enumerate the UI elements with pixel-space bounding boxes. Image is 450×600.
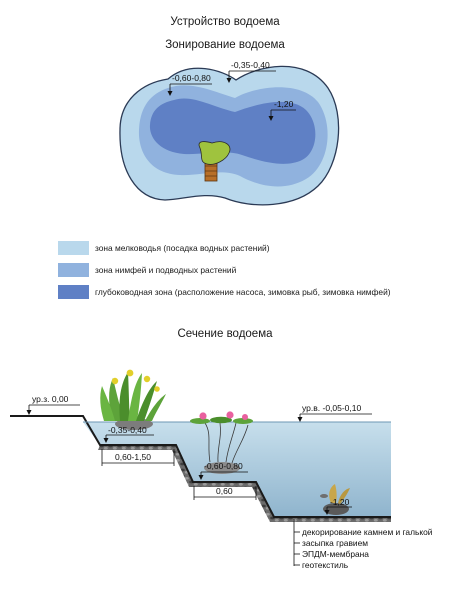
- water-level-label: ур.в. -0,05-0,10: [302, 403, 362, 413]
- legend-item-nymph: зона нимфей и подводных растений: [58, 263, 236, 277]
- pond-plan-diagram: -0,35-0,40 -0,60-0,80 -1,20: [119, 60, 340, 206]
- layer-label-gravel: засыпка гравием: [302, 538, 368, 548]
- arrow-head: [103, 438, 109, 443]
- main-title: Устройство водоема: [170, 16, 280, 28]
- legend-item-shallow: зона мелководья (посадка водных растений…: [58, 241, 270, 255]
- layer-label-membrane: ЭПДМ-мембрана: [302, 549, 369, 559]
- shelf2-width-label: 0,60: [216, 486, 233, 496]
- water-lily-plant: [190, 411, 253, 474]
- legend-label: глубоководная зона (расположение насоса,…: [95, 287, 391, 297]
- depth-label-deep: -1,20: [274, 99, 294, 109]
- arrow-head: [198, 475, 204, 480]
- legend-label: зона мелководья (посадка водных растений…: [95, 243, 270, 253]
- iris-plant: [100, 369, 166, 430]
- pond-water: [83, 422, 391, 517]
- ground-level-label: ур.з. 0,00: [32, 394, 69, 404]
- pond-profile-line: [10, 415, 391, 518]
- deep-zone-shape: [149, 98, 316, 164]
- legend-label: зона нимфей и подводных растений: [95, 265, 237, 275]
- arrow-head: [26, 410, 32, 415]
- arrow-head: [324, 510, 330, 515]
- gravel-bed: [98, 445, 391, 522]
- shelf2-depth-label: -0,60-0,80: [204, 461, 243, 471]
- layer-label-geotextile: геотекстиль: [302, 560, 349, 570]
- depth-label-nymph: -0,60-0,80: [172, 73, 211, 83]
- bottom-depth-label: -1,20: [330, 497, 350, 507]
- plan-title: Зонирование водоема: [165, 39, 285, 51]
- arrow-head: [297, 417, 303, 422]
- arrow-head: [268, 116, 274, 121]
- legend-swatch: [58, 285, 89, 299]
- shelf1-depth-label: -0,35-0,40: [108, 425, 147, 435]
- legend-swatch: [58, 263, 89, 277]
- layer-label-decor: декорирование камнем и галькой: [302, 527, 433, 537]
- bottom-decor: [320, 484, 350, 515]
- arrow-head: [167, 91, 173, 96]
- island-shape: [198, 141, 231, 165]
- legend-swatch: [58, 241, 89, 255]
- section-title: Сечение водоема: [177, 328, 273, 340]
- arrow-head: [226, 78, 232, 83]
- shelf1-width-label: 0,60-1,50: [115, 452, 151, 462]
- depth-label-rim: -0,35-0,40: [231, 60, 270, 70]
- legend-item-deep: глубоководная зона (расположение насоса,…: [58, 285, 391, 299]
